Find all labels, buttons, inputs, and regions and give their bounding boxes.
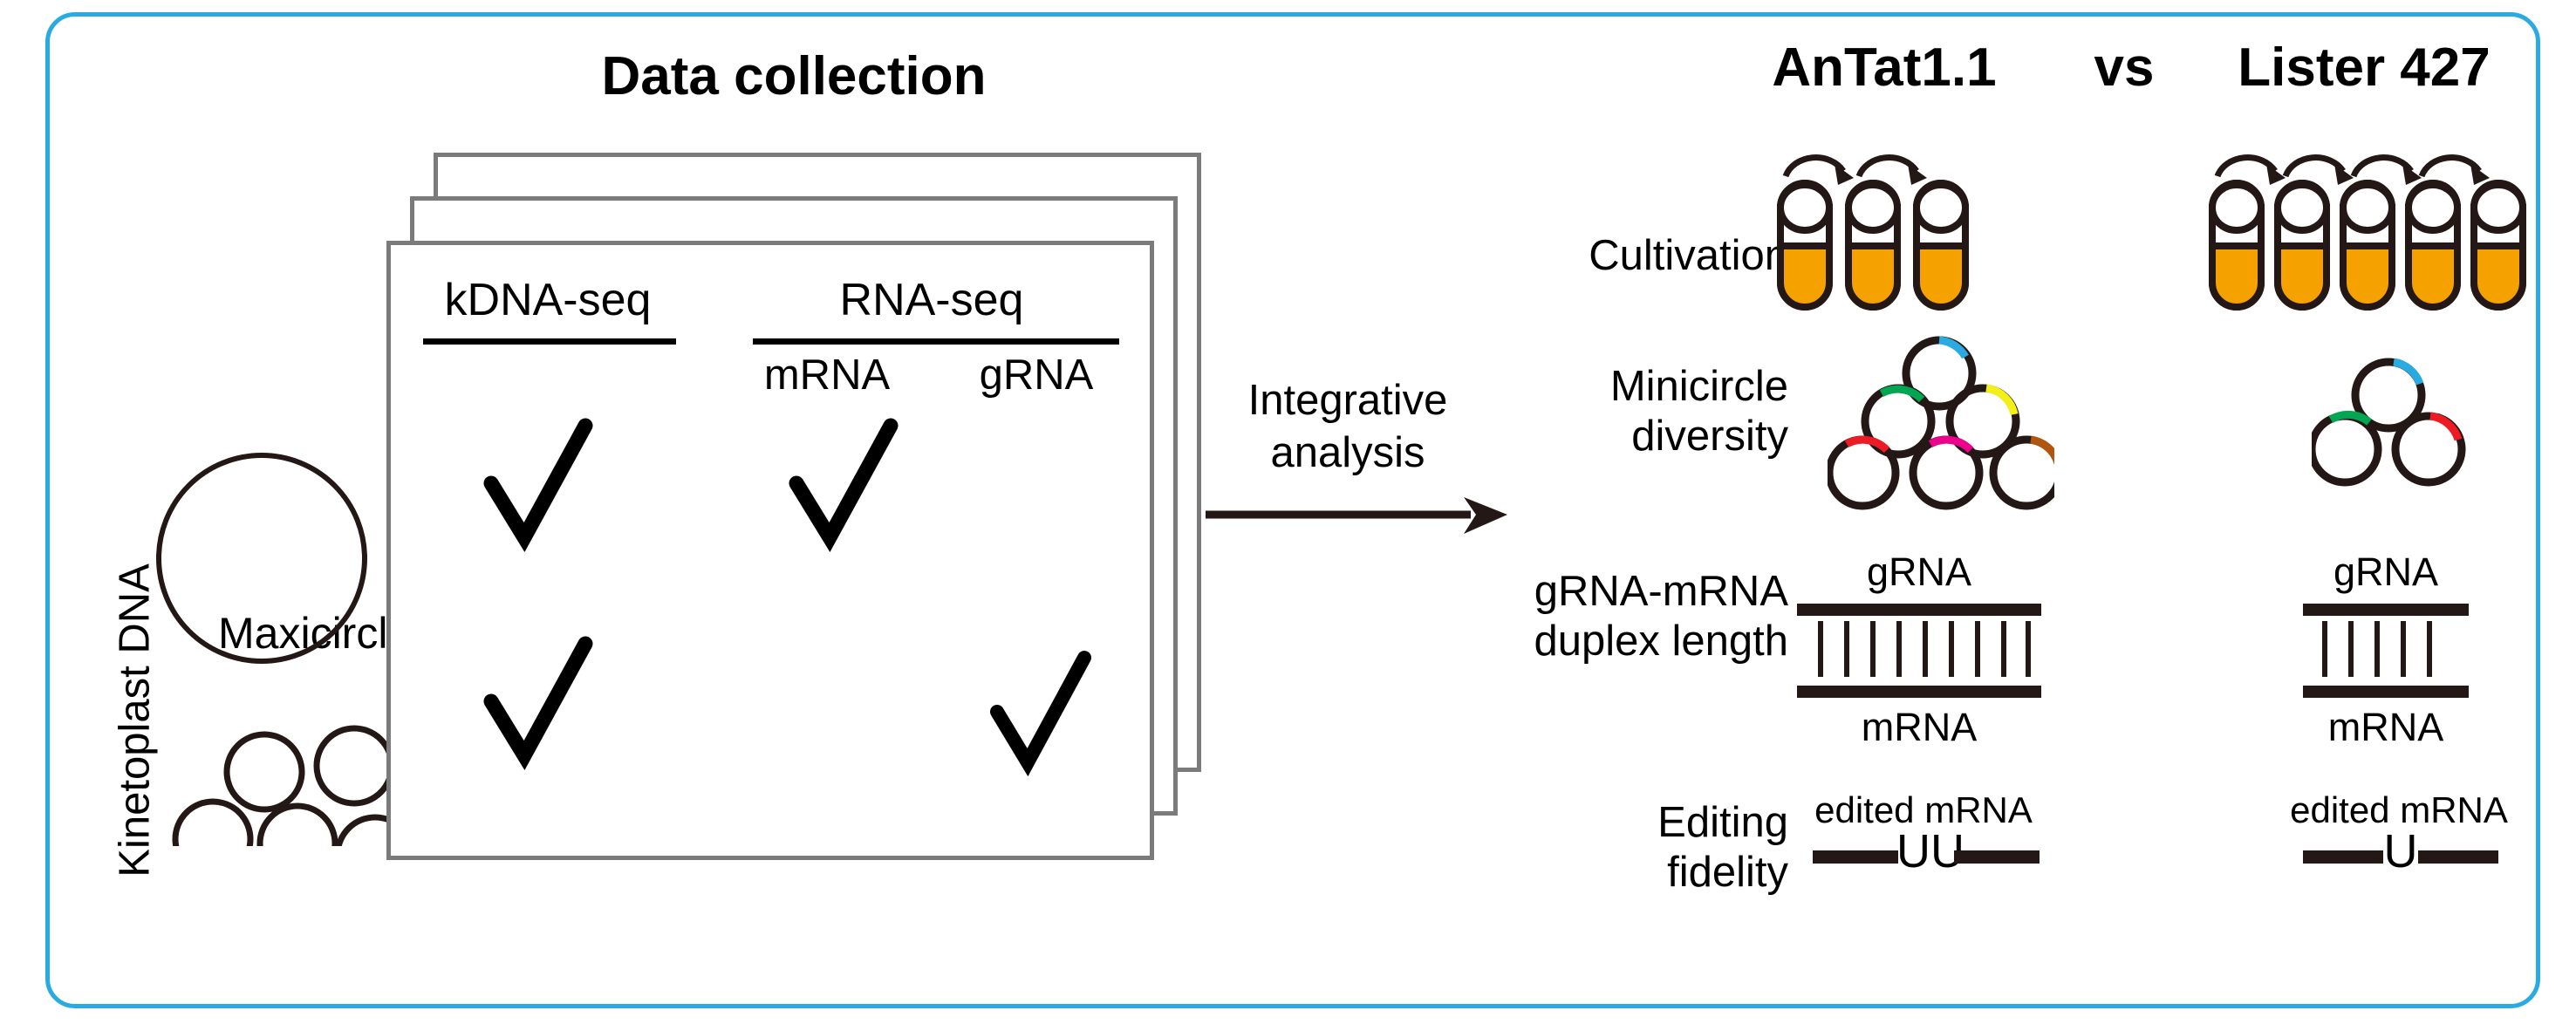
editing-insert-antat: UU [1896,825,1964,877]
editing-fidelity-antat: edited mRNA UU [1788,789,2059,885]
check-mark-icon-kdna-minicircles [483,636,593,770]
minicircle-diversity-circle [2312,412,2382,487]
minicircle-arc-yellow [1985,384,2019,416]
editing-bar-right-lister [2418,850,2498,864]
strain-header-lister: Lister 427 [2238,38,2491,98]
duplex-bar-grna-lister [2303,604,2469,616]
check-mark-icon-mrna-maxicircles [789,418,899,552]
minicircle-diversity-antat [1828,336,2054,510]
kinetoplast-dna-illustration: Kinetoplast DNA Maxicircles Minicircles [79,288,434,877]
data-collection-table: kDNA-seq RNA-seq mRNA gRNA [386,241,1154,860]
row-label-minicircle-diversity-line2: diversity [1631,412,1788,460]
duplex-label-grna-antat: gRNA [1866,550,1972,594]
culture-tube [2470,180,2526,311]
minicircle-diversity-lister [2312,358,2466,487]
duplex-tick [2322,621,2327,677]
duplex-tick [2026,621,2031,677]
editing-insert-lister: U [2383,825,2418,877]
duplex-tick [1818,621,1823,677]
culture-tube [1913,180,1969,311]
arrow-right-icon [1206,497,1507,534]
culture-tube [2405,180,2461,311]
cultivation-tubes-lister [2209,154,2526,311]
check-mark-icon-kdna-maxicircles [483,418,593,552]
minicircle-arc-green [1879,385,1925,403]
duplex-tick [2401,621,2406,677]
editing-fidelity-lister: edited mRNA U [2268,789,2530,885]
minicircle-diversity-circle [2391,412,2466,487]
duplex-tick [1949,621,1954,677]
minicircle-shape [223,731,305,813]
duplex-tick [1923,621,1928,677]
check-mark-icon-grna-minicircles [990,651,1091,777]
row-label-editing-fidelity: Editing fidelity [1361,798,1788,898]
maxicircle-shape [156,453,367,664]
duplex-lister: gRNA mRNA [2286,550,2512,759]
minicircle-shape [335,814,393,846]
minicircle-arc-red [2429,412,2463,441]
minicircle-shape [256,802,338,846]
minicircle-diversity-circle [2351,358,2426,433]
minicircle-shape [313,725,393,807]
integrative-analysis-label: Integrative analysis [1204,375,1492,480]
duplex-tick [2427,621,2432,677]
subcolumn-header-mrna: mRNA [763,352,891,399]
duplex-label-mrna-lister: mRNA [2327,705,2444,749]
duplex-tick [1896,621,1902,677]
culture-tube [1845,180,1901,311]
row-label-duplex-line1: gRNA-mRNA [1534,568,1788,615]
minicircle-arc-blue [1938,336,1969,359]
minicircle-shape [172,798,254,846]
column-header-kdna-seq: kDNA-seq [444,275,652,325]
row-label-minicircle-diversity-line1: Minicircle [1609,363,1788,410]
row-label-editing-line1: Editing [1657,799,1788,846]
duplex-antat: gRNA mRNA [1780,550,2059,759]
culture-tube [2274,180,2330,311]
minicircle-arc-brown [2030,435,2054,465]
row-label-duplex-line2: duplex length [1534,617,1788,665]
column-header-rna-seq: RNA-seq [839,275,1024,325]
duplex-bar-mrna-antat [1797,686,2041,698]
row-label-duplex-length: gRNA-mRNA duplex length [1361,567,1788,666]
editing-label-antat: edited mRNA [1814,789,2033,830]
duplex-bar-grna-antat [1797,604,2041,616]
minicircle-diversity-circle [1989,435,2054,510]
integrative-analysis-line2: analysis [1270,428,1425,476]
page-title: Data collection [601,46,987,106]
column-rule-rna-seq [753,338,1119,345]
minicircle-arc-blue [2393,358,2424,386]
column-rule-kdna-seq [423,338,676,345]
editing-bar-right-antat [1954,850,2040,864]
subcolumn-header-grna: gRNA [979,352,1094,399]
figure-border [45,12,2540,1008]
duplex-tick [1844,621,1849,677]
row-label-editing-line2: fidelity [1667,848,1788,896]
row-label-cultivation: Cultivation [1361,231,1788,281]
duplex-tick [2348,621,2354,677]
duplex-label-mrna-antat: mRNA [1861,705,1978,749]
integrative-analysis-line1: Integrative [1247,377,1448,424]
kdna-circles-svg [156,453,393,846]
culture-tube [2340,180,2395,311]
culture-tube [2209,180,2265,311]
minicircle-arc-magenta [1928,435,1974,454]
duplex-tick [2001,621,2006,677]
strain-header-separator: vs [2094,38,2155,98]
duplex-tick [1975,621,1980,677]
row-label-minicircle-diversity: Minicircle diversity [1361,362,1788,461]
row-label-cultivation-line1: Cultivation [1589,232,1788,279]
editing-label-lister: edited mRNA [2290,789,2508,830]
cultivation-tubes-antat [1777,154,1969,311]
strain-header-antat: AnTat1.1 [1772,38,1997,98]
minicircle-arc-green [2328,410,2372,426]
minicircle-diversity-circle [1945,384,2020,459]
duplex-tick [1870,621,1876,677]
editing-bar-left-antat [1813,850,1898,864]
duplex-label-grna-lister: gRNA [2333,550,2439,594]
duplex-tick [2374,621,2380,677]
culture-tube [1777,180,1833,311]
duplex-bar-mrna-lister [2303,686,2469,698]
minicircle-arc-red [1844,435,1890,454]
editing-bar-left-lister [2303,850,2383,864]
